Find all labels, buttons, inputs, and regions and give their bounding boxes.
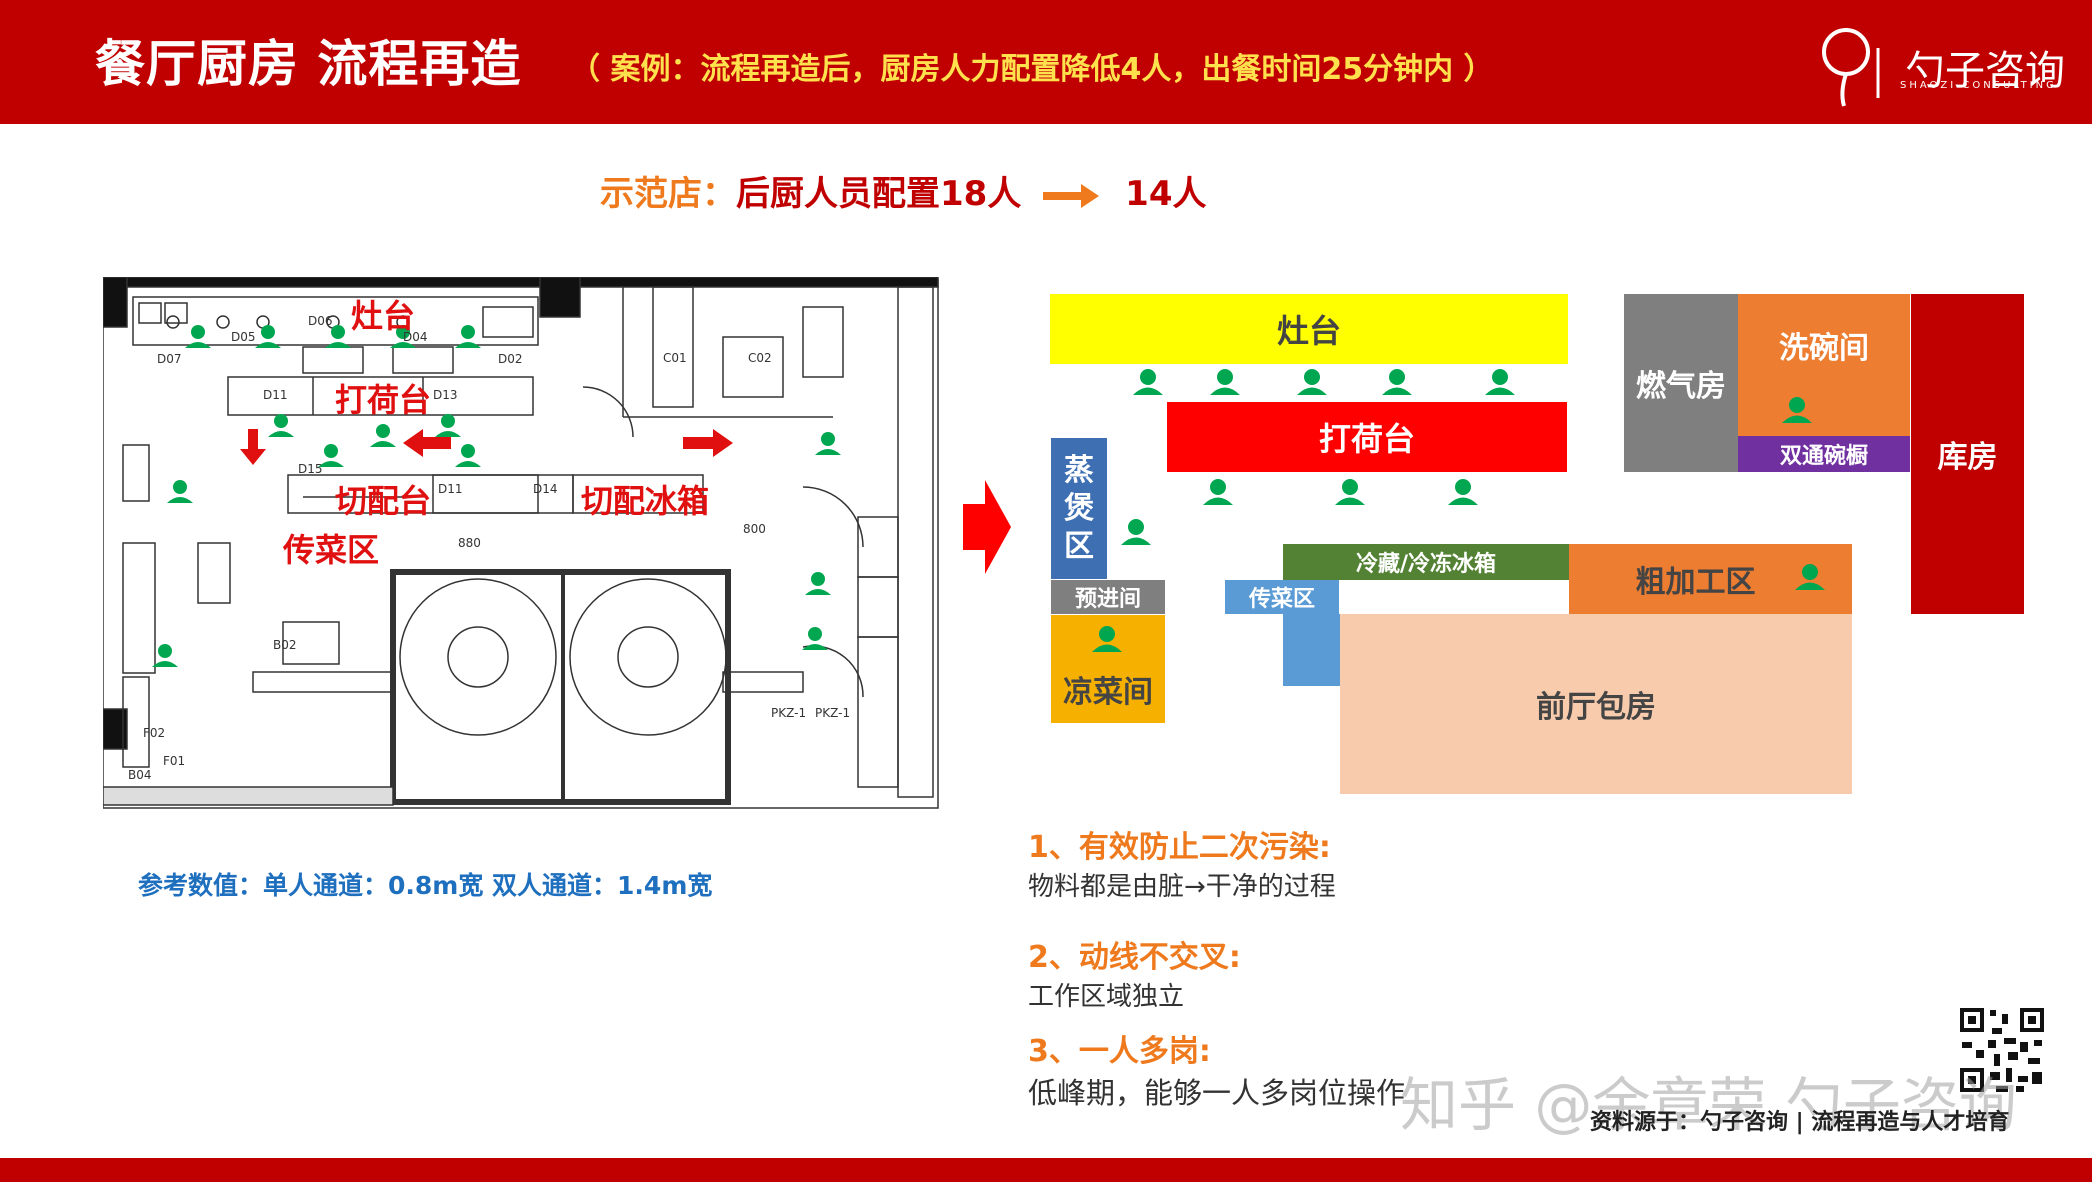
logo-subtext: SHAOZI CONSULTING: [1900, 80, 2057, 91]
floor-plan: D07 D05 D06 D04 D02 D11 D13 D15 D11 D14 …: [103, 277, 941, 812]
fp-label-chuancaiqu: 传菜区: [283, 531, 380, 569]
zone-lengcang: 冷藏/冷冻冰箱: [1283, 544, 1569, 580]
zone-zhengbao: 蒸煲区: [1051, 438, 1107, 579]
demo-label: 示范店：: [600, 174, 736, 214]
plan-code: D07: [157, 352, 182, 366]
down-arrow-icon: [240, 429, 266, 465]
point-body: 工作区域独立: [1028, 982, 1185, 1012]
svg-text:B02: B02: [273, 638, 297, 652]
demo-text: 后厨人员配置18人: [736, 174, 1022, 214]
svg-text:F02: F02: [143, 726, 165, 740]
svg-text:D14: D14: [533, 482, 558, 496]
fp-label-dahetai: 打荷台: [335, 381, 432, 419]
source-note: 资料源于：勺子咨询 | 流程再造与人才培育: [1590, 1110, 2010, 1135]
header-bar: [0, 0, 2092, 124]
svg-text:D06: D06: [308, 314, 333, 328]
svg-text:PKZ-1: PKZ-1: [815, 706, 850, 720]
zone-kufang: 库房: [1911, 294, 2024, 614]
svg-text:C01: C01: [663, 351, 687, 365]
zone-xiwanjian: 洗碗间: [1738, 294, 1910, 436]
svg-text:D11: D11: [438, 482, 463, 496]
svg-text:D13: D13: [433, 388, 458, 402]
fp-label-qiepeitai: 切配台: [335, 482, 432, 520]
page-subtitle: （ 案例：流程再造后，厨房人力配置降低4人，出餐时间25分钟内 ）: [570, 52, 1494, 87]
left-arrow-icon: [403, 429, 451, 457]
fp-label-zaotai: 灶台: [351, 297, 416, 335]
zone-yujinjian: 预进间: [1051, 580, 1165, 614]
point-body: 低峰期，能够一人多岗位操作: [1028, 1076, 1406, 1110]
svg-text:PKZ-1: PKZ-1: [771, 706, 806, 720]
svg-text:880: 880: [458, 536, 481, 550]
zone-qianting: 前厅包房: [1340, 614, 1852, 794]
svg-text:F01: F01: [163, 754, 185, 768]
point-body: 物料都是由脏→干净的过程: [1028, 872, 1336, 902]
zone-zaotai: 灶台: [1050, 294, 1568, 364]
point-2: 2、动线不交叉: 工作区域独立: [1028, 932, 1241, 1013]
point-title: 1、有效防止二次污染:: [1028, 830, 1331, 865]
footer-bar: [0, 1158, 2092, 1182]
demo-target: 14人: [1125, 174, 1207, 214]
svg-text:800: 800: [743, 522, 766, 536]
point-1: 1、有效防止二次污染: 物料都是由脏→干净的过程: [1028, 822, 1336, 903]
zone-liangcaijian: 凉菜间: [1051, 615, 1165, 723]
zone-chuancaiqu: 传菜区: [1225, 580, 1339, 614]
person-icon-group: [152, 325, 841, 667]
qr-code-icon: [1958, 1006, 2046, 1094]
svg-text:D02: D02: [498, 352, 523, 366]
floor-plan-drawing: D07 D05 D06 D04 D02 D11 D13 D15 D11 D14 …: [103, 277, 939, 809]
logo-spoon-icon: [1822, 28, 1880, 107]
fp-label-qiepeibingxiang: 切配冰箱: [581, 482, 710, 520]
svg-text:D04: D04: [403, 330, 428, 344]
reference-values: 参考数值：单人通道：0.8m宽 双人通道：1.4m宽: [138, 871, 713, 900]
zone-dahetai: 打荷台: [1167, 402, 1567, 472]
svg-text:B04: B04: [128, 768, 152, 782]
point-3: 3、一人多岗: 低峰期，能够一人多岗位操作: [1028, 1026, 1405, 1112]
zone-shuangtong: 双通碗橱: [1738, 436, 1910, 472]
point-title: 3、一人多岗:: [1028, 1034, 1211, 1069]
right-arrow-icon: [683, 429, 733, 457]
point-title: 2、动线不交叉:: [1028, 940, 1241, 975]
demo-store-line: 示范店：后厨人员配置18人 14人: [600, 166, 1207, 215]
logo-text: 勺子咨询: [1905, 48, 2065, 94]
right-arrow-icon: [1043, 183, 1100, 208]
svg-text:D15: D15: [298, 462, 323, 476]
svg-text:C02: C02: [748, 351, 772, 365]
zone-cujiagong: 粗加工区: [1569, 544, 1852, 614]
big-right-arrow-icon: [963, 480, 1011, 574]
zone-chuancaiqu-extension: [1283, 614, 1340, 686]
watermark: 知乎 @余章荣 勺子咨询: [1400, 1071, 2017, 1139]
page-title: 餐厅厨房 流程再造: [95, 35, 522, 93]
svg-text:D11: D11: [263, 388, 288, 402]
zone-ranqifang: 燃气房: [1624, 294, 1738, 472]
svg-text:D05: D05: [231, 330, 256, 344]
